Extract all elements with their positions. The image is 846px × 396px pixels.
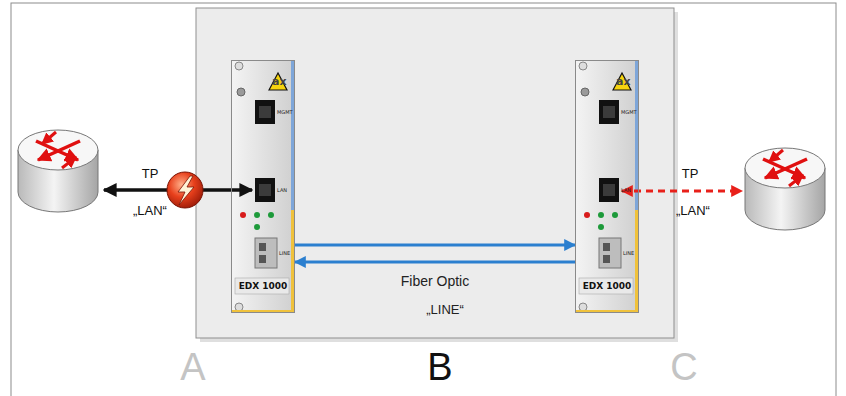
fiber-line — [295, 261, 575, 264]
edge-label: Fiber Optic — [401, 274, 469, 288]
section-letter: B — [427, 348, 452, 386]
brand-logo: ax — [616, 76, 631, 87]
port-name: „LAN“ — [133, 204, 167, 217]
router-icon — [745, 148, 825, 230]
port-label: MGMT — [277, 110, 293, 115]
tp-cable — [622, 190, 742, 193]
edx-card: axMGMT LAN LINE EDX 1000 — [575, 60, 639, 313]
router-icon — [18, 130, 98, 212]
port-name: „LAN“ — [676, 204, 710, 217]
fiber-link — [295, 245, 575, 262]
link-name: „LINE“ — [426, 303, 464, 316]
card-name: EDX 1000 — [583, 282, 632, 291]
section-letter: C — [670, 348, 697, 386]
edx-card: axMGMT LAN LINE EDX 1000 — [231, 60, 295, 313]
brand-logo: ax — [272, 76, 287, 87]
port-label: LAN — [277, 188, 287, 193]
fiber-line — [295, 244, 575, 247]
port-label: LINE — [623, 251, 634, 256]
fault-symbol — [167, 172, 203, 208]
port-label: MGMT — [621, 110, 637, 115]
port-label: LAN — [621, 188, 631, 193]
card-name: EDX 1000 — [239, 282, 288, 291]
section-letter: A — [180, 348, 205, 386]
cable-type: TP — [142, 167, 159, 180]
cable-type: TP — [682, 167, 699, 180]
port-label: LINE — [279, 251, 290, 256]
